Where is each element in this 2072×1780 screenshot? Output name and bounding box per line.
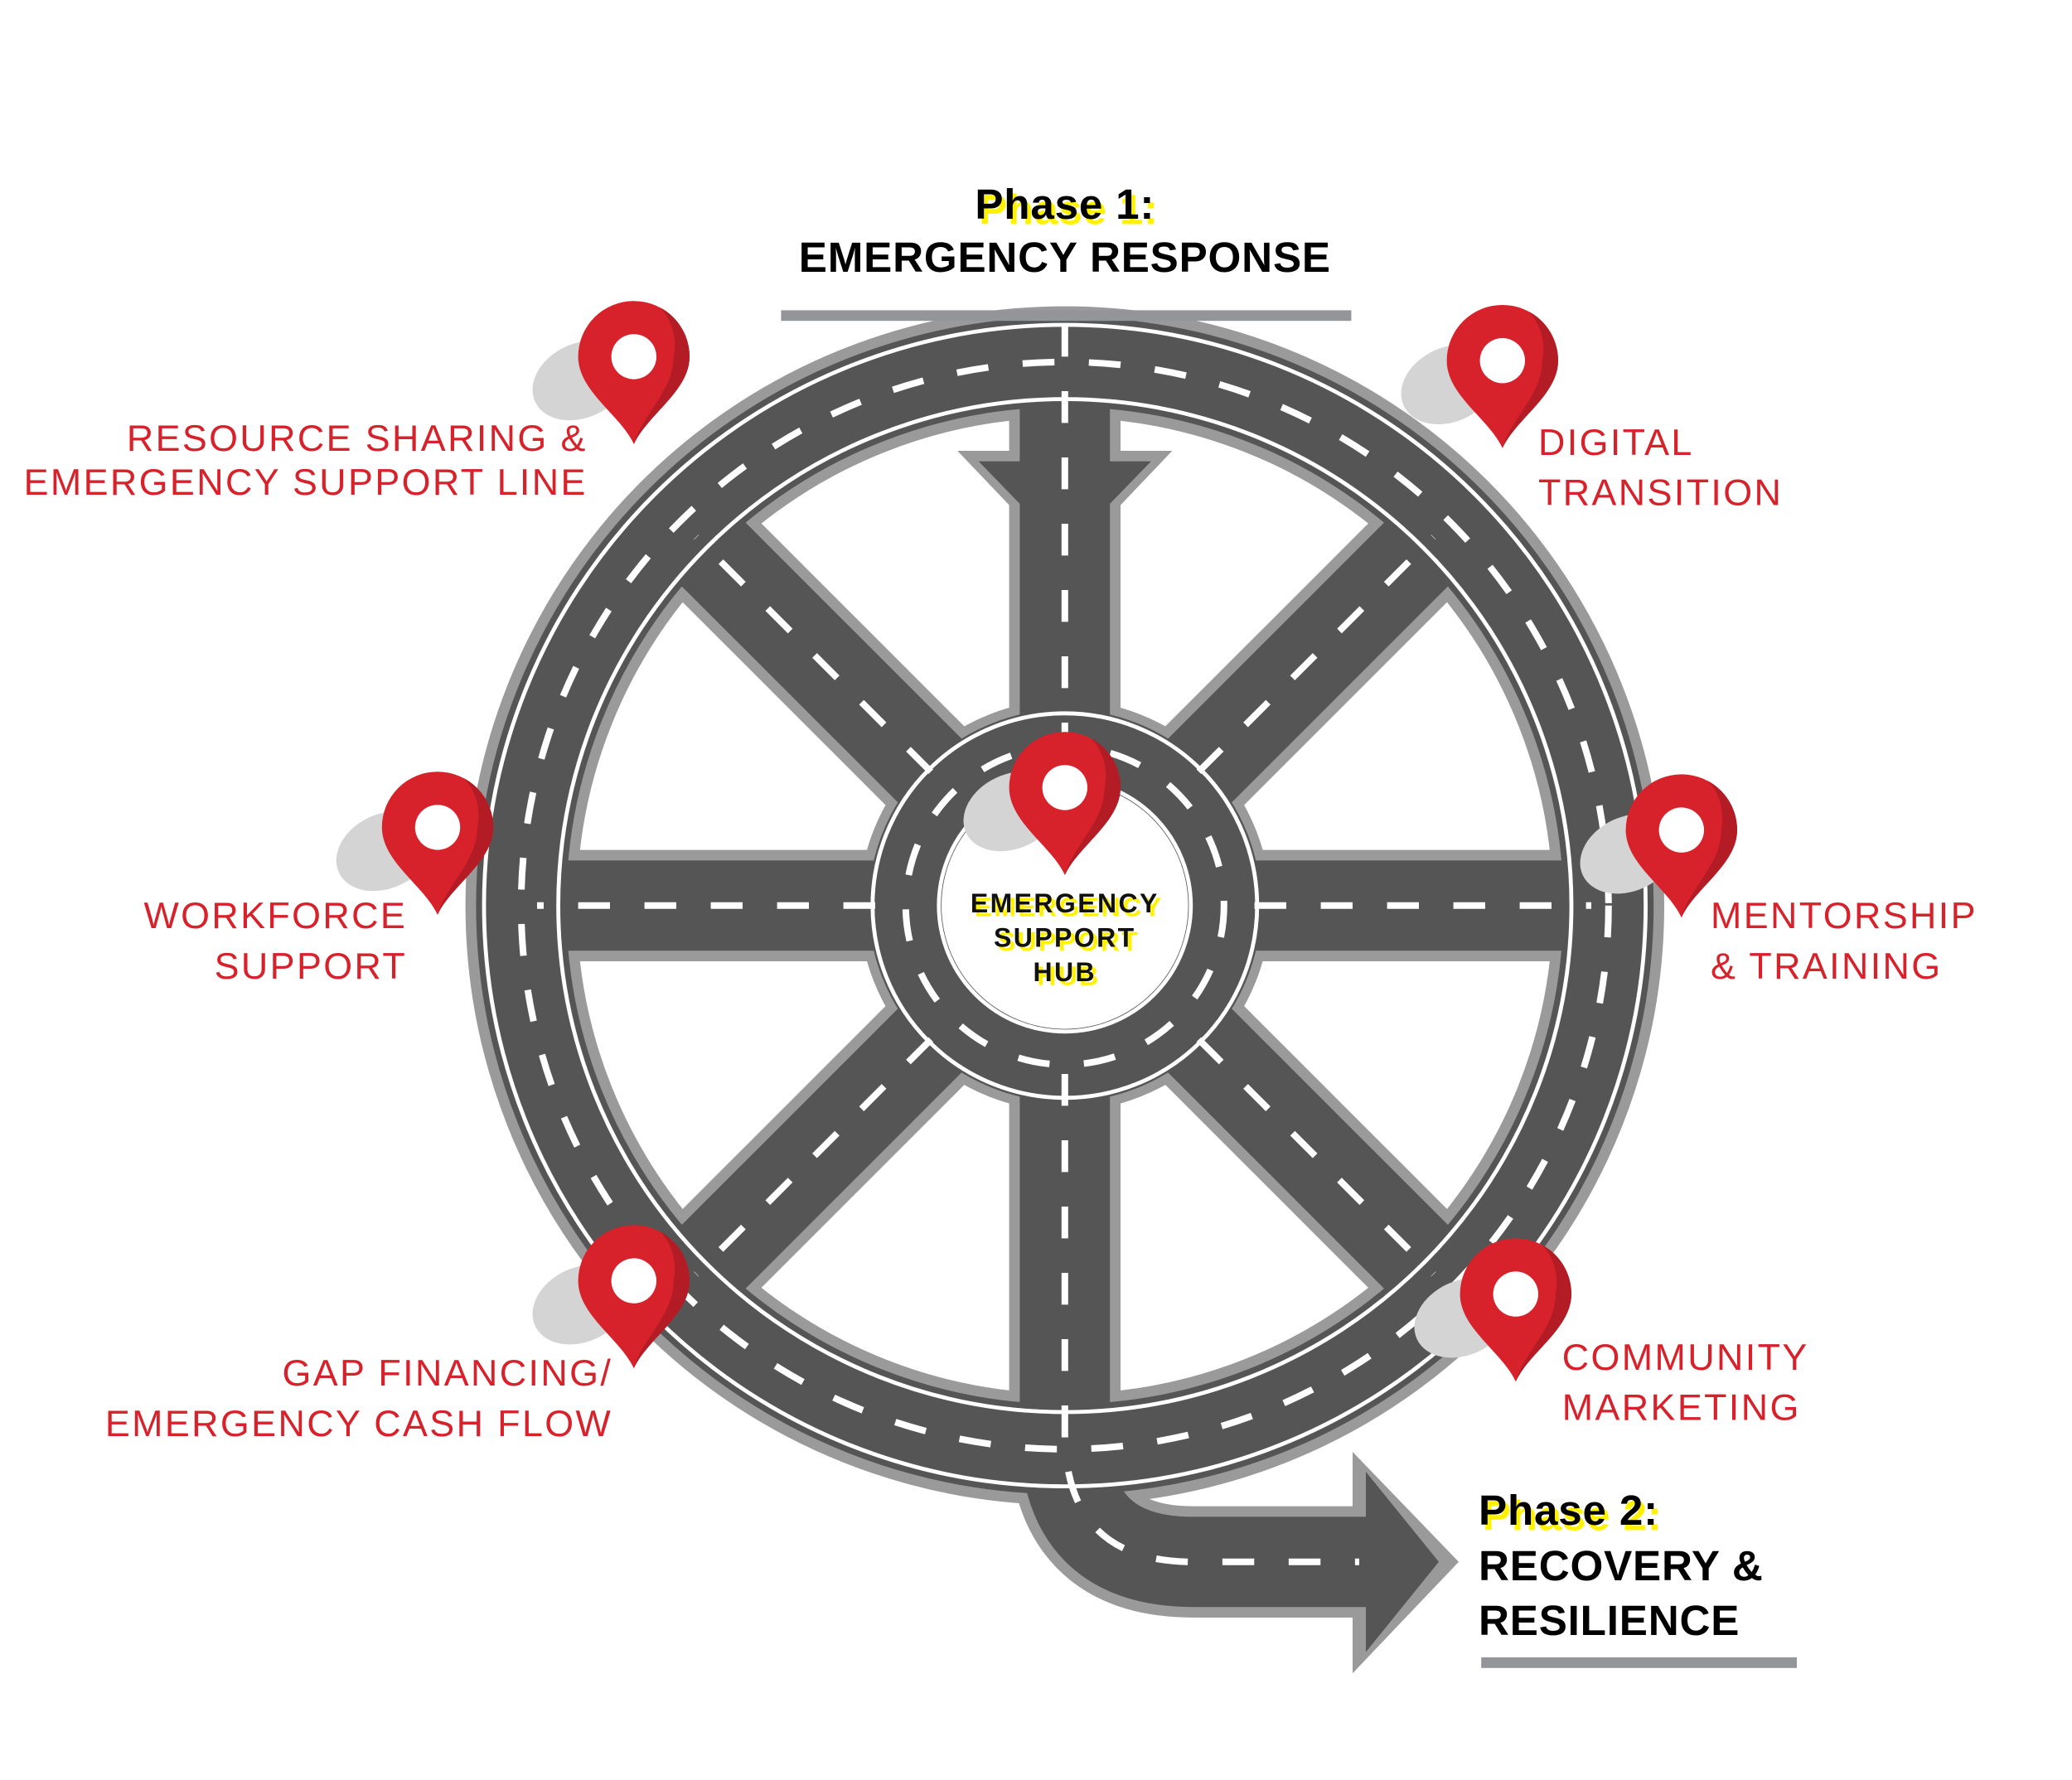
stop-label-line1: MENTORSHIP (1711, 895, 1978, 936)
phase1-label: Phase 1: (975, 181, 1155, 228)
phase2-heading: Phase 2: RECOVERY & RESILIENCE (1479, 1487, 1797, 1668)
stop-label-line2: TRANSITION (1538, 472, 1783, 514)
stop-mentorship-training: MENTORSHIP & TRAINING (1711, 895, 1978, 987)
stop-label-line1: GAP FINANCING/ (283, 1352, 613, 1394)
stop-label-line1: WORKFORCE (143, 895, 407, 936)
hub-label: EMERGENCY SUPPORT HUB (971, 888, 1159, 987)
phase2-title-line1: RECOVERY & (1479, 1542, 1764, 1589)
stop-label-line2: MARKETING (1562, 1387, 1801, 1429)
phase2-title-line2: RESILIENCE (1479, 1597, 1740, 1644)
stop-label-line2: EMERGENCY CASH FLOW (105, 1403, 612, 1444)
stop-digital-transition: DIGITAL TRANSITION (1538, 422, 1783, 514)
stop-label-line2: SUPPORT (215, 946, 408, 987)
phase2-label: Phase 2: (1479, 1487, 1658, 1534)
phase1-title: EMERGENCY RESPONSE (799, 234, 1331, 281)
stop-label-line1: COMMUNITY (1562, 1337, 1809, 1378)
stop-workforce-support: WORKFORCE SUPPORT (143, 895, 408, 987)
hub-line1: EMERGENCY (971, 888, 1159, 918)
hub-line2: SUPPORT (994, 922, 1136, 952)
hub-line3: HUB (1034, 957, 1097, 987)
stop-resource-sharing: RESOURCE SHARING & EMERGENCY SUPPORT LIN… (24, 418, 588, 503)
stop-label-line2: EMERGENCY SUPPORT LINE (24, 462, 588, 503)
phase1-heading: Phase 1: EMERGENCY RESPONSE (781, 181, 1352, 322)
stop-label-line1: RESOURCE SHARING & (127, 418, 588, 459)
stop-community-marketing: COMMUNITY MARKETING (1562, 1337, 1809, 1429)
stop-label-line1: DIGITAL (1538, 422, 1694, 463)
stop-label-line2: & TRAINING (1711, 946, 1943, 987)
stop-gap-financing: GAP FINANCING/ EMERGENCY CASH FLOW (105, 1352, 613, 1444)
phase2-underline (1481, 1657, 1797, 1668)
phase1-underline (781, 310, 1352, 322)
road-network (465, 306, 1665, 1674)
